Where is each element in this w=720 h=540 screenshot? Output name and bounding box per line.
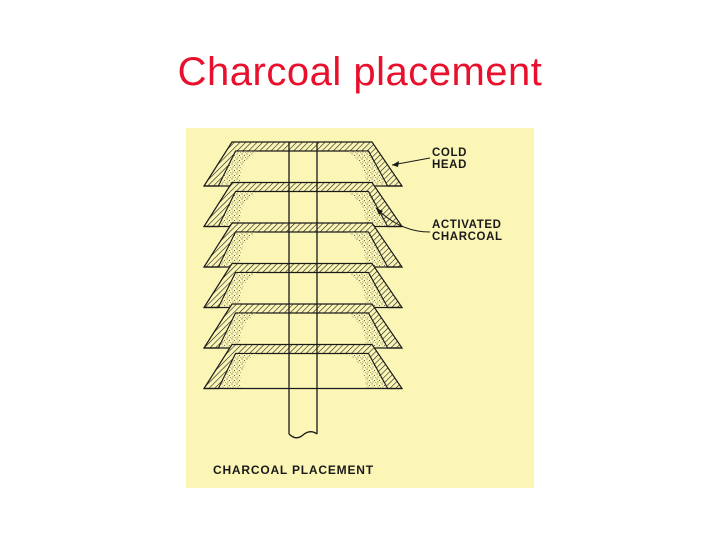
activated-charcoal-label: ACTIVATED (432, 219, 502, 231)
charcoal-placement-diagram: COLD HEAD ACTIVATED CHARCOAL CHARCOAL PL… (186, 128, 534, 488)
cold-head-stage (202, 343, 404, 390)
leader-lines (375, 157, 431, 233)
activated-charcoal-layer (218, 272, 258, 307)
stage-inner-outline (217, 353, 389, 389)
slide-title: Charcoal placement (177, 50, 543, 94)
activated-charcoal-layer (346, 272, 388, 307)
stage-inner-outline (217, 150, 389, 187)
activated-charcoal-layer (218, 232, 258, 266)
activated-charcoal-layer (346, 191, 388, 226)
activated-charcoal-layer (346, 151, 388, 185)
activated-charcoal-layer (346, 313, 388, 347)
stage-inner-outline (217, 231, 389, 268)
stage-inner-outline (217, 312, 389, 349)
activated-charcoal-layer (346, 353, 388, 388)
diagram-caption: CHARCOAL PLACEMENT (213, 463, 374, 477)
activated-charcoal-layer (218, 353, 258, 388)
activated-charcoal-layer (218, 313, 258, 347)
activated-charcoal-layer (346, 232, 388, 266)
central-shaft (288, 142, 318, 439)
cold-head-label: COLD (432, 147, 467, 159)
activated-charcoal-layer (218, 191, 258, 226)
activated-charcoal-layer (218, 151, 258, 185)
diagram-canvas: COLD HEAD ACTIVATED CHARCOAL CHARCOAL PL… (186, 128, 534, 488)
activated-charcoal-label: CHARCOAL (432, 231, 503, 243)
cold-head-stage (202, 141, 404, 187)
cold-head-label: HEAD (432, 159, 467, 171)
stage-inner-outline (217, 272, 389, 308)
